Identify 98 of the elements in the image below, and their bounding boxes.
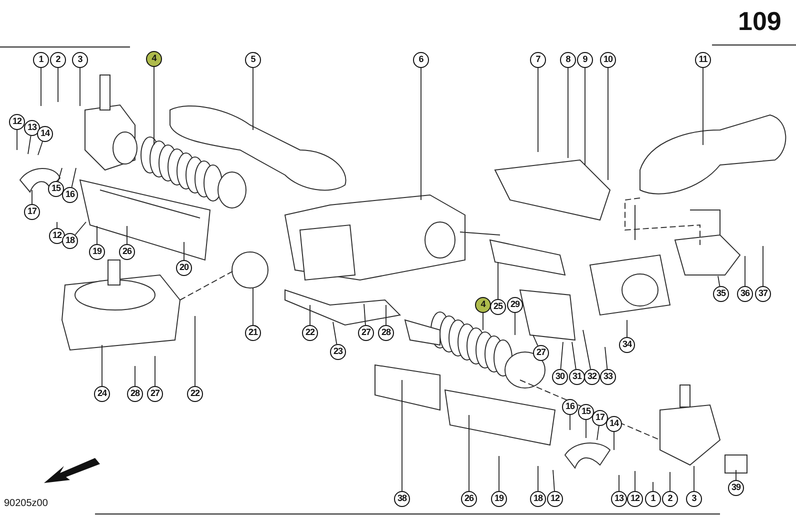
leader-line: [364, 304, 366, 326]
callout-number: 2: [662, 491, 678, 507]
callout-number: 38: [394, 491, 410, 507]
leader-line: [134, 366, 136, 386]
leader-line: [252, 288, 254, 326]
leader-line: [332, 322, 338, 345]
callout-number: 32: [584, 369, 600, 385]
callout-number: 11: [695, 52, 711, 68]
callout-number: 2: [50, 52, 66, 68]
leader-line: [560, 342, 564, 370]
callout-number: 27: [533, 345, 549, 361]
callout-number: 23: [330, 344, 346, 360]
leader-line: [498, 456, 500, 492]
callout-number: 35: [713, 286, 729, 302]
leader-line: [618, 474, 620, 492]
leader-line: [744, 256, 746, 286]
page-number: 109: [738, 6, 782, 37]
callout-number: 1: [645, 491, 661, 507]
callout-number: 20: [176, 260, 192, 276]
leader-line: [56, 222, 58, 228]
leader-line: [194, 316, 196, 386]
callout-number: 1: [33, 52, 49, 68]
leader-line: [532, 334, 538, 346]
callout-number: 21: [245, 325, 261, 341]
leader-line: [40, 68, 42, 106]
leader-line: [58, 168, 62, 182]
callout-number: 16: [562, 399, 578, 415]
leader-line: [96, 226, 98, 244]
callout-number: 27: [147, 386, 163, 402]
callout-number: 29: [507, 297, 523, 313]
leader-line: [74, 222, 86, 236]
callout-number: 33: [600, 369, 616, 385]
callout-number: 14: [37, 126, 53, 142]
leader-line: [702, 68, 704, 146]
callout-number: 17: [24, 204, 40, 220]
leader-line: [468, 414, 470, 492]
callout-number: 28: [378, 325, 394, 341]
leader-line: [626, 320, 628, 338]
callout-number: 31: [569, 369, 585, 385]
leader-line: [652, 482, 654, 492]
callout-number: 17: [592, 410, 608, 426]
callout-number: 12: [547, 491, 563, 507]
callout-number: 4: [146, 51, 162, 67]
callout-number: 26: [461, 491, 477, 507]
leader-line: [584, 68, 586, 166]
leader-line: [71, 168, 76, 188]
callout-number: 10: [600, 52, 616, 68]
callout-number: 3: [686, 491, 702, 507]
callout-number: 34: [619, 337, 635, 353]
leader-line: [762, 246, 764, 286]
leader-line: [28, 135, 32, 154]
callout-number: 5: [245, 52, 261, 68]
callout-number: 39: [728, 480, 744, 496]
leader-line: [514, 312, 516, 336]
leader-line: [482, 312, 484, 330]
callout-number: 16: [62, 187, 78, 203]
leader-line: [38, 141, 43, 156]
callout-number: 13: [611, 491, 627, 507]
callout-number: 8: [560, 52, 576, 68]
callout-number: 13: [24, 120, 40, 136]
drawing-number: 90205z00: [4, 498, 48, 509]
callout-number: 36: [737, 286, 753, 302]
callout-number: 14: [606, 416, 622, 432]
callout-number: 27: [358, 325, 374, 341]
callout-number: 24: [94, 386, 110, 402]
callout-number: 19: [89, 244, 105, 260]
callout-number: 4: [475, 297, 491, 313]
callout-number: 28: [127, 386, 143, 402]
callout-number: 6: [413, 52, 429, 68]
callout-number: 18: [62, 233, 78, 249]
leader-line: [126, 226, 128, 244]
leader-line: [582, 330, 591, 370]
leader-line: [252, 68, 254, 130]
callout-number: 18: [530, 491, 546, 507]
leader-line: [420, 68, 422, 200]
callout-number: 12: [49, 228, 65, 244]
callout-number: 12: [9, 114, 25, 130]
callout-number: 26: [119, 244, 135, 260]
callout-number: 15: [578, 404, 594, 420]
callout-number: 7: [530, 52, 546, 68]
callout-number: 22: [187, 386, 203, 402]
callout-number: 22: [302, 325, 318, 341]
callout-number: 25: [490, 299, 506, 315]
leader-line: [718, 276, 720, 287]
callout-number: 37: [755, 286, 771, 302]
callout-number: 30: [552, 369, 568, 385]
callout-number: 15: [48, 181, 64, 197]
leader-line: [596, 425, 600, 440]
leader-line: [154, 356, 156, 386]
leader-line: [604, 346, 608, 370]
leader-line: [572, 342, 576, 370]
leader-line: [634, 470, 636, 492]
callout-number: 19: [491, 491, 507, 507]
callout-number: 12: [627, 491, 643, 507]
callout-number: 3: [72, 52, 88, 68]
leader-line: [552, 470, 555, 492]
leader-line: [16, 130, 18, 150]
callout-number: 9: [577, 52, 593, 68]
